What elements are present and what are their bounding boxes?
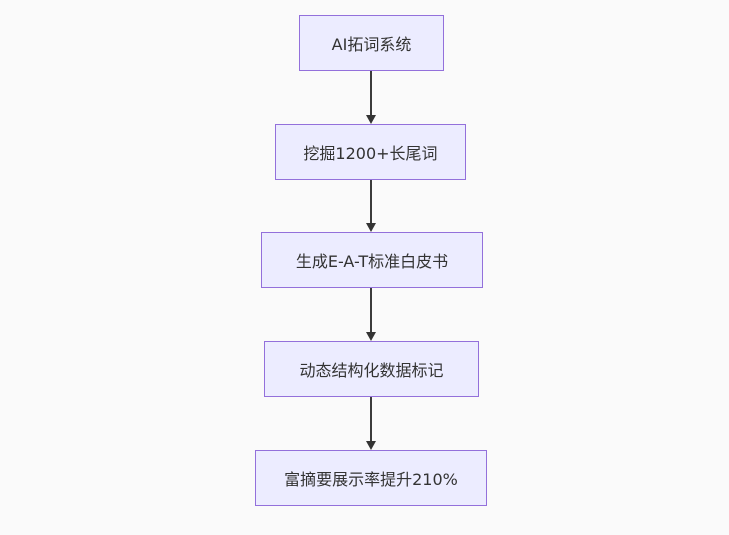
arrowhead-down-icon: [366, 332, 376, 341]
flow-arrow-3: [366, 288, 376, 341]
arrow-line: [370, 288, 372, 333]
flow-node-ai-word-expansion-system: AI拓词系统: [299, 15, 444, 71]
flow-node-label: AI拓词系统: [331, 35, 412, 54]
flow-arrow-4: [366, 397, 376, 450]
flow-arrow-1: [366, 71, 376, 124]
arrow-line: [370, 180, 372, 224]
flow-node-label: 富摘要展示率提升210%: [284, 470, 458, 489]
arrowhead-down-icon: [366, 115, 376, 124]
flow-node-label: 动态结构化数据标记: [299, 361, 444, 380]
flow-node-dynamic-structured-data-markup: 动态结构化数据标记: [264, 341, 479, 397]
arrowhead-down-icon: [366, 223, 376, 232]
flow-node-rich-snippet-rate-increase: 富摘要展示率提升210%: [255, 450, 487, 506]
flow-node-generate-eat-whitepaper: 生成E-A-T标准白皮书: [261, 232, 483, 288]
flow-node-label: 生成E-A-T标准白皮书: [295, 252, 449, 271]
arrow-line: [370, 397, 372, 442]
flow-node-mine-longtail-keywords: 挖掘1200+长尾词: [275, 124, 466, 180]
arrow-line: [370, 71, 372, 116]
flow-arrow-2: [366, 180, 376, 232]
flow-node-label: 挖掘1200+长尾词: [303, 144, 438, 163]
arrowhead-down-icon: [366, 441, 376, 450]
